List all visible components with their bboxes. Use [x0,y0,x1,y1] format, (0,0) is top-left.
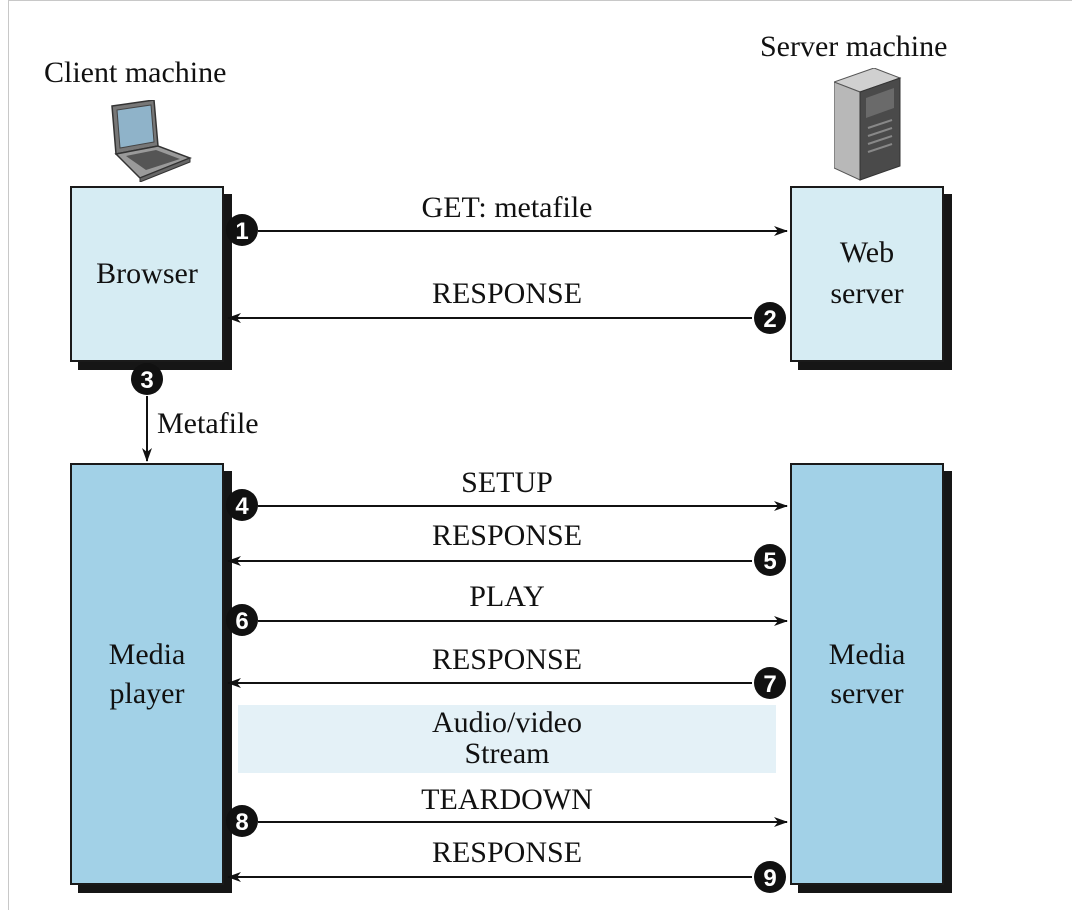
svg-text:3: 3 [140,367,153,394]
step-badge-6: 6 [226,604,258,636]
media-server-box [790,463,944,885]
stream-label-line1: Audio/video [432,706,582,739]
browser-label: Browser [96,257,198,290]
step-badge-2: 2 [754,302,786,334]
step-badge-9: 9 [754,861,786,893]
step-badge-8: 8 [226,805,258,837]
media-server-label-line1: Media [828,638,906,671]
svg-text:5: 5 [763,548,776,575]
client-machine-label: Client machine [44,56,227,89]
web-server-label-line1: Web [839,236,895,269]
message-label-4: SETUP [461,466,553,499]
step-badge-3: 3 [131,363,163,395]
svg-text:7: 7 [763,671,776,698]
media-player-box [70,463,224,885]
svg-text:9: 9 [763,865,776,892]
stream-label-line2: Stream [464,737,550,770]
step-badge-7: 7 [754,667,786,699]
metafile-label: Metafile [157,407,259,440]
svg-text:1: 1 [235,218,248,245]
message-label-5: RESPONSE [431,519,583,552]
browser-box [70,186,224,362]
svg-text:2: 2 [763,306,776,333]
message-label-6: PLAY [469,580,545,613]
web-server-box [790,186,944,362]
step-badge-4: 4 [226,489,258,521]
diagram-frame [8,0,1072,910]
message-label-2: RESPONSE [431,277,583,310]
svg-text:4: 4 [235,493,249,520]
svg-text:6: 6 [235,608,248,635]
svg-text:8: 8 [235,809,248,836]
message-label-7: RESPONSE [431,643,583,676]
step-badge-1: 1 [226,214,258,246]
step-badge-5: 5 [754,544,786,576]
laptop-icon [111,100,192,182]
media-server-label-line2: server [830,677,904,710]
audio-video-stream-band [238,705,776,773]
media-player-label-line1: Media [108,638,186,671]
web-server-label-line2: server [830,277,904,310]
server-machine-label: Server machine [760,30,948,63]
message-label-9: RESPONSE [431,836,583,869]
server-tower-icon [834,68,902,181]
media-player-label-line2: player [109,677,185,710]
message-label-8: TEARDOWN [421,783,593,816]
message-label-1: GET: metafile [421,191,593,224]
